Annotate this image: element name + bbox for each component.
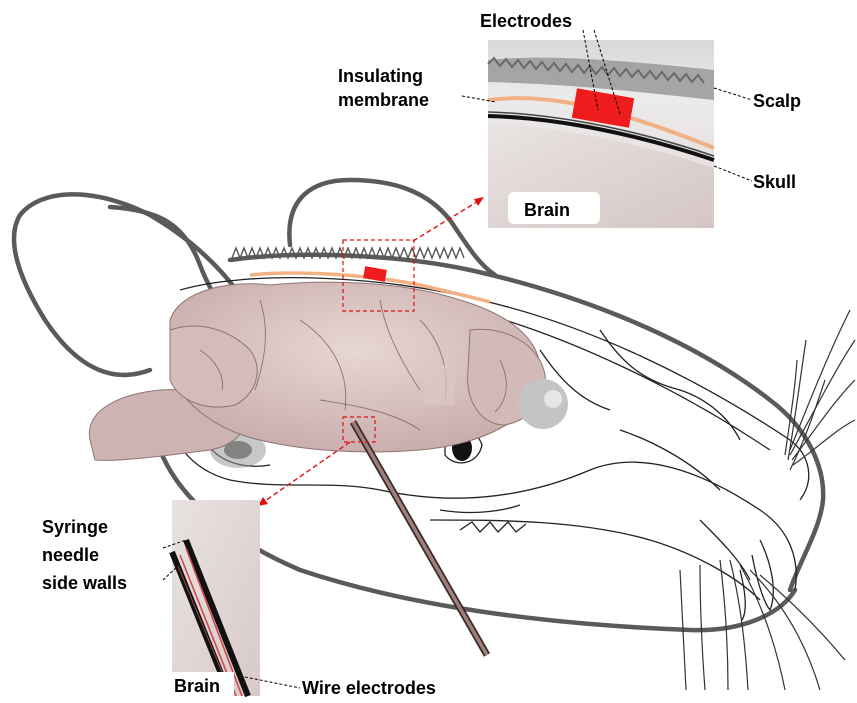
label-brain-bottom: Brain — [174, 676, 220, 696]
electrode-on-head — [363, 266, 387, 282]
eye — [518, 379, 568, 429]
zoom-link-bottom — [262, 442, 350, 503]
zoom-arrow-top — [474, 197, 484, 206]
zoom-link-top — [413, 200, 480, 241]
label-needle: needle — [42, 545, 99, 565]
bottom-inset — [172, 500, 260, 698]
whiskers — [680, 310, 855, 690]
label-electrodes: Electrodes — [480, 11, 572, 31]
label-scalp: Scalp — [753, 91, 801, 111]
label-membrane: membrane — [338, 90, 429, 110]
top-inset — [488, 40, 714, 228]
label-insulating: Insulating — [338, 66, 423, 86]
label-side-walls: side walls — [42, 573, 127, 593]
brain-illustration — [89, 282, 545, 460]
label-brain-top: Brain — [524, 200, 570, 220]
label-wire-electrodes: Wire electrodes — [302, 678, 436, 698]
label-skull: Skull — [753, 172, 796, 192]
label-syringe: Syringe — [42, 517, 108, 537]
